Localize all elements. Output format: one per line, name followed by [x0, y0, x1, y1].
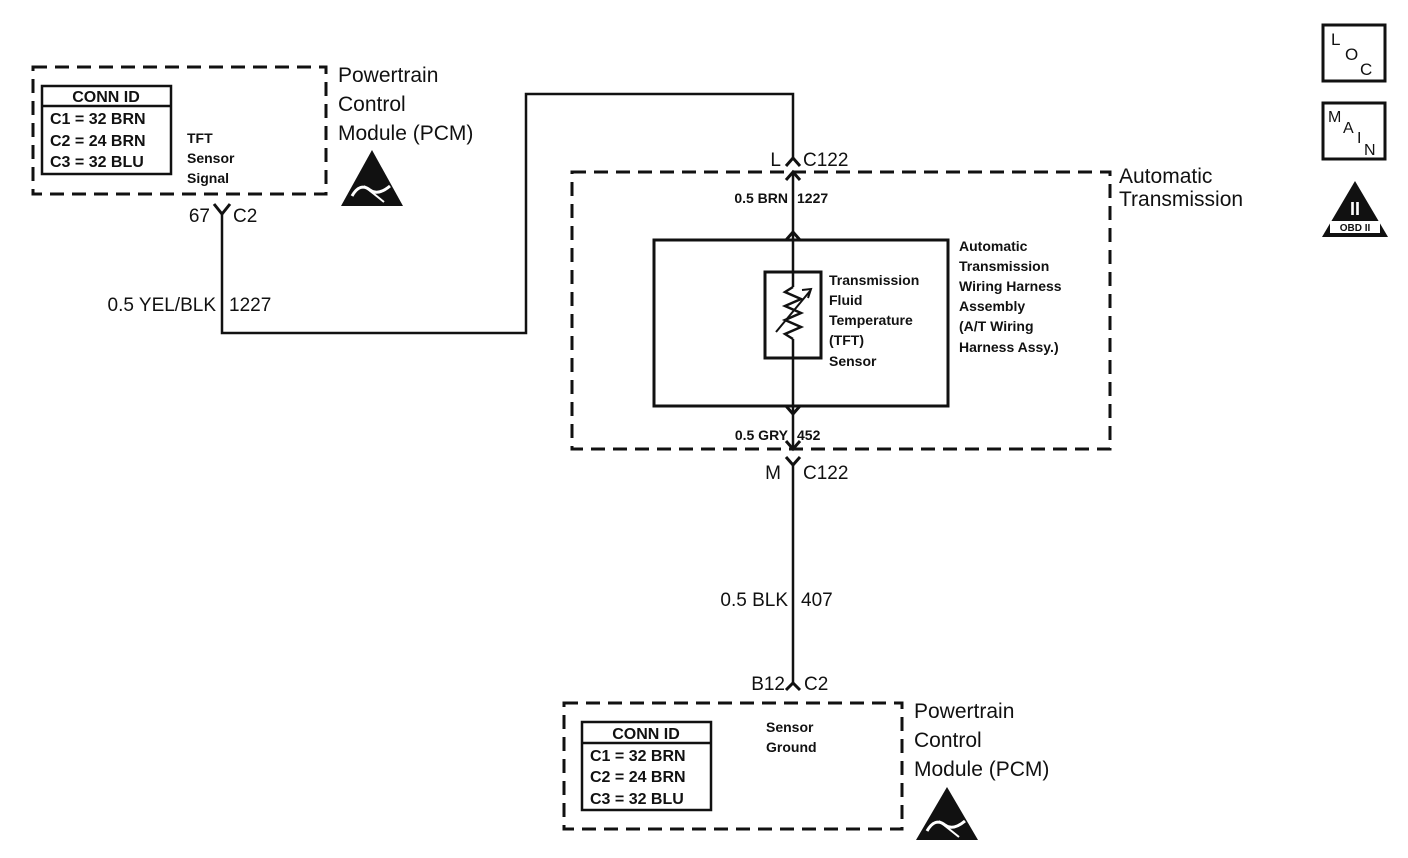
automatic-transmission: Automatic Transmission 0.5 BRN 1227 Tran… [570, 165, 1243, 452]
terminal-arrow [784, 169, 802, 181]
conn-id-row: C2 = 24 BRN [50, 133, 146, 150]
icon-letter: O [1345, 45, 1358, 64]
sensor-label-line: Fluid [829, 292, 862, 308]
icon-letter: A [1343, 120, 1354, 137]
conn-id-header: CONN ID [72, 89, 140, 106]
wire-circuit: 1227 [229, 295, 271, 316]
wire-gauge-color: 0.5 YEL/BLK [108, 295, 217, 316]
signal-label-line: Signal [187, 170, 229, 186]
pcm-title-line: Control [914, 729, 982, 752]
wire-circuit: 452 [797, 427, 821, 443]
terminal-arrow [784, 440, 802, 452]
conn-id-row: C2 = 24 BRN [590, 769, 686, 786]
tft-sensor-thermistor-icon [763, 270, 823, 360]
harness-label-line: Wiring Harness [959, 278, 1062, 294]
conn-id-header: CONN ID [612, 726, 680, 743]
signal-label-line: Sensor [187, 150, 235, 166]
conn-id-row: C3 = 32 BLU [590, 791, 684, 808]
wire-gauge-color: 0.5 GRY [735, 427, 789, 443]
pcm-title-line: Powertrain [914, 700, 1014, 723]
signal-label-line: TFT [187, 130, 213, 146]
harness-label-line: (A/T Wiring [959, 318, 1034, 334]
wire-gauge-color: 0.5 BRN [734, 190, 788, 206]
pcm-title-line: Module (PCM) [914, 758, 1049, 781]
pcm-title-line: Control [338, 93, 406, 116]
icon-letter: N [1364, 142, 1376, 159]
ground-label-line: Ground [766, 739, 817, 755]
pcm-bottom-boundary [562, 701, 904, 831]
connector-pin: 67 [189, 206, 210, 227]
pcm-bottom-connector: B12 C2 [751, 674, 828, 695]
wire-circuit: 407 [801, 590, 833, 611]
wire-gauge-color: 0.5 BLK [720, 590, 788, 611]
icon-label: OBD II [1340, 223, 1371, 234]
conn-id-row: C1 = 32 BRN [590, 748, 686, 765]
pcm-top-boundary [31, 65, 328, 196]
sensor-label-line: Temperature [829, 312, 913, 328]
obd-ii-icon[interactable]: II OBD II [1322, 181, 1388, 237]
wire-circuit: 1227 [797, 190, 828, 206]
harness-label-line: Automatic [959, 238, 1028, 254]
connector-name: C122 [803, 150, 848, 171]
harness-assembly-box [652, 238, 950, 408]
connector-pin: L [770, 150, 781, 171]
connector-c122-top: L C122 [770, 150, 848, 171]
harness-label-line: Transmission [959, 258, 1049, 274]
icon-letter: I [1357, 130, 1361, 147]
conn-id-row: C1 = 32 BRN [50, 111, 146, 128]
pcm-title-line: Powertrain [338, 64, 438, 87]
connector-c122-bottom: M C122 [765, 456, 848, 484]
transmission-title-line: Automatic [1119, 165, 1212, 188]
pcm-title-line: Module (PCM) [338, 122, 473, 145]
harness-label-line: Assembly [959, 298, 1025, 314]
sensor-label-line: Sensor [829, 353, 877, 369]
main-icon[interactable]: M A I N [1321, 101, 1387, 161]
loc-icon[interactable]: L O C [1321, 23, 1387, 83]
icon-label: II [1350, 199, 1360, 219]
wire-1227 [220, 92, 795, 335]
esd-warning-icon [341, 150, 403, 206]
transmission-boundary [570, 170, 1112, 451]
pcm-bottom-module: CONN ID C1 = 32 BRN C2 = 24 BRN C3 = 32 … [562, 700, 1049, 840]
icon-letter: M [1328, 109, 1341, 126]
icon-letter: C [1360, 60, 1372, 79]
connector-name: C2 [804, 674, 828, 695]
sensor-label-line: (TFT) [829, 332, 864, 348]
transmission-title-line: Transmission [1119, 188, 1243, 211]
esd-warning-icon [916, 787, 978, 840]
sensor-label-line: Transmission [829, 272, 919, 288]
harness-label-line: Harness Assy.) [959, 339, 1059, 355]
connector-name: C122 [803, 463, 848, 484]
ground-label-line: Sensor [766, 719, 814, 735]
pcm-bottom-conn-id-table: CONN ID C1 = 32 BRN C2 = 24 BRN C3 = 32 … [580, 720, 713, 812]
pcm-top-conn-id-table: CONN ID C1 = 32 BRN C2 = 24 BRN C3 = 32 … [40, 84, 173, 176]
connector-pin: B12 [751, 674, 785, 695]
icon-letter: L [1331, 30, 1340, 49]
pcm-top-module: CONN ID C1 = 32 BRN C2 = 24 BRN C3 = 32 … [31, 64, 473, 206]
connector-name: C2 [233, 206, 257, 227]
connector-pin: M [765, 463, 781, 484]
conn-id-row: C3 = 32 BLU [50, 154, 144, 171]
